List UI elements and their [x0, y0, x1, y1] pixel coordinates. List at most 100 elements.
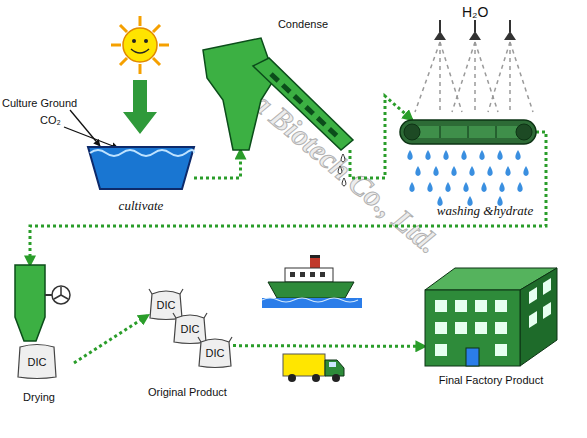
- condenser-shape-part: [338, 166, 342, 174]
- label: CO₂: [40, 114, 61, 127]
- water-drops-part: [425, 150, 430, 160]
- sun-part: [111, 16, 169, 74]
- node-text: Drying: [4, 391, 74, 404]
- ship-part: [268, 282, 354, 298]
- factory-shape-part-part: [529, 287, 537, 304]
- water-drops-part: [479, 150, 484, 160]
- sprinklers-part-part: [439, 20, 441, 32]
- input-arrows-part: [64, 127, 118, 148]
- water-drops-part: [407, 150, 412, 160]
- factory-shape: [425, 268, 557, 366]
- water-drops-part: [445, 182, 450, 192]
- sun-part-part: [139, 64, 142, 74]
- dryer-shape-part: [54, 287, 68, 299]
- water-drops: [407, 150, 528, 206]
- flow-arrow: [233, 344, 425, 348]
- water-drops-part: [487, 166, 492, 176]
- factory-shape-part-part: [435, 300, 447, 312]
- dryer-shape-part: [52, 286, 70, 304]
- flow-arrow: [194, 150, 241, 178]
- water-drops-part: [443, 150, 448, 160]
- ship-part: [310, 272, 315, 277]
- sprinklers-part-part: [488, 42, 510, 112]
- factory-shape-part-part: [543, 302, 551, 319]
- water-drops-part: [499, 182, 504, 192]
- washing-conveyor-shape-part: [516, 124, 532, 140]
- sun-part-part: [153, 58, 160, 65]
- truck-part: [325, 360, 344, 376]
- sprinklers-part-part: [439, 42, 441, 112]
- sprinklers-part: [415, 42, 533, 112]
- sun-part-part: [159, 44, 169, 47]
- condenser-shape-part: [271, 74, 339, 138]
- node-text: Condense: [258, 18, 348, 31]
- product-bag: DIC: [172, 312, 208, 344]
- condenser-shape: [203, 38, 353, 150]
- washing-conveyor: washing &hydrate: [400, 120, 536, 144]
- sprinklers-part-part: [510, 42, 533, 112]
- cultivation-pond-shape: [88, 145, 194, 189]
- sprinklers-part-part: [415, 42, 440, 112]
- factory-shape-part-part: [495, 344, 507, 356]
- water-drops-part: [497, 150, 502, 160]
- ship-part: [310, 255, 320, 268]
- sprinklers-part-part: [474, 42, 476, 112]
- sprinklers-part: [469, 31, 481, 40]
- sunlight-arrow: [123, 80, 157, 134]
- dryer-shape-part: [45, 294, 52, 296]
- ship-part: [285, 268, 333, 282]
- node-text: DIC: [172, 323, 208, 336]
- water-drops-part: [515, 150, 520, 160]
- condenser-shape-part: [342, 178, 346, 186]
- condenser-shape-part: [341, 154, 345, 162]
- truck: [283, 354, 344, 382]
- water-drops-part: [523, 166, 528, 176]
- washing-conveyor-shape: [400, 120, 536, 144]
- dryer: DICDrying: [12, 265, 74, 383]
- factory-shape-part: [466, 348, 479, 366]
- sprinklers-part: [440, 20, 510, 32]
- ship-part: [290, 272, 295, 277]
- sprinklers-part-part: [509, 42, 511, 112]
- sprinklers-part: [434, 31, 446, 40]
- truck-part: [329, 362, 336, 367]
- sprinklers-part-part: [509, 20, 511, 32]
- washing-conveyor-shape-part: [404, 124, 420, 140]
- sprinklers: [415, 20, 533, 112]
- sprinklers-part-part: [475, 42, 498, 112]
- factory-shape-part: [520, 268, 557, 366]
- factory-shape-part: [435, 278, 551, 356]
- sun-part-part: [120, 25, 127, 32]
- cultivation-pond: cultivate: [88, 145, 194, 189]
- condenser: Condense: [203, 38, 353, 150]
- water-drops-part: [415, 166, 420, 176]
- sun: [111, 16, 169, 74]
- sun-part: [123, 28, 157, 62]
- factory-shape-part-part: [435, 322, 447, 334]
- factory-shape-part: [425, 290, 520, 366]
- factory-shape-part-part: [543, 278, 551, 295]
- product-bag-shape-part: [149, 289, 183, 294]
- cultivation-pond-shape-part: [90, 150, 194, 156]
- water-drops-part: [409, 182, 414, 192]
- washing-conveyor-shape-part: [440, 126, 441, 138]
- ship-part: [300, 272, 305, 277]
- cultivation-pond-shape-part: [88, 147, 194, 189]
- factory-shape-part-part: [435, 344, 447, 356]
- condenser-shape-part: [203, 38, 275, 150]
- input-arrows: [64, 110, 118, 148]
- ship-part: [262, 298, 358, 302]
- sun-part-part: [120, 58, 127, 65]
- factory-shape-part-part: [455, 322, 467, 334]
- factory-shape-part-part: [475, 300, 487, 312]
- factory-shape-part-part: [495, 322, 507, 334]
- flow-arrow: [74, 315, 148, 363]
- product-bag-shape-part: [173, 313, 207, 318]
- label: Culture Ground: [2, 97, 77, 110]
- factory-shape-part-part: [529, 311, 537, 328]
- flow-arrow: [30, 132, 546, 265]
- water-drops-part: [433, 166, 438, 176]
- condenser-shape-part: [253, 58, 353, 150]
